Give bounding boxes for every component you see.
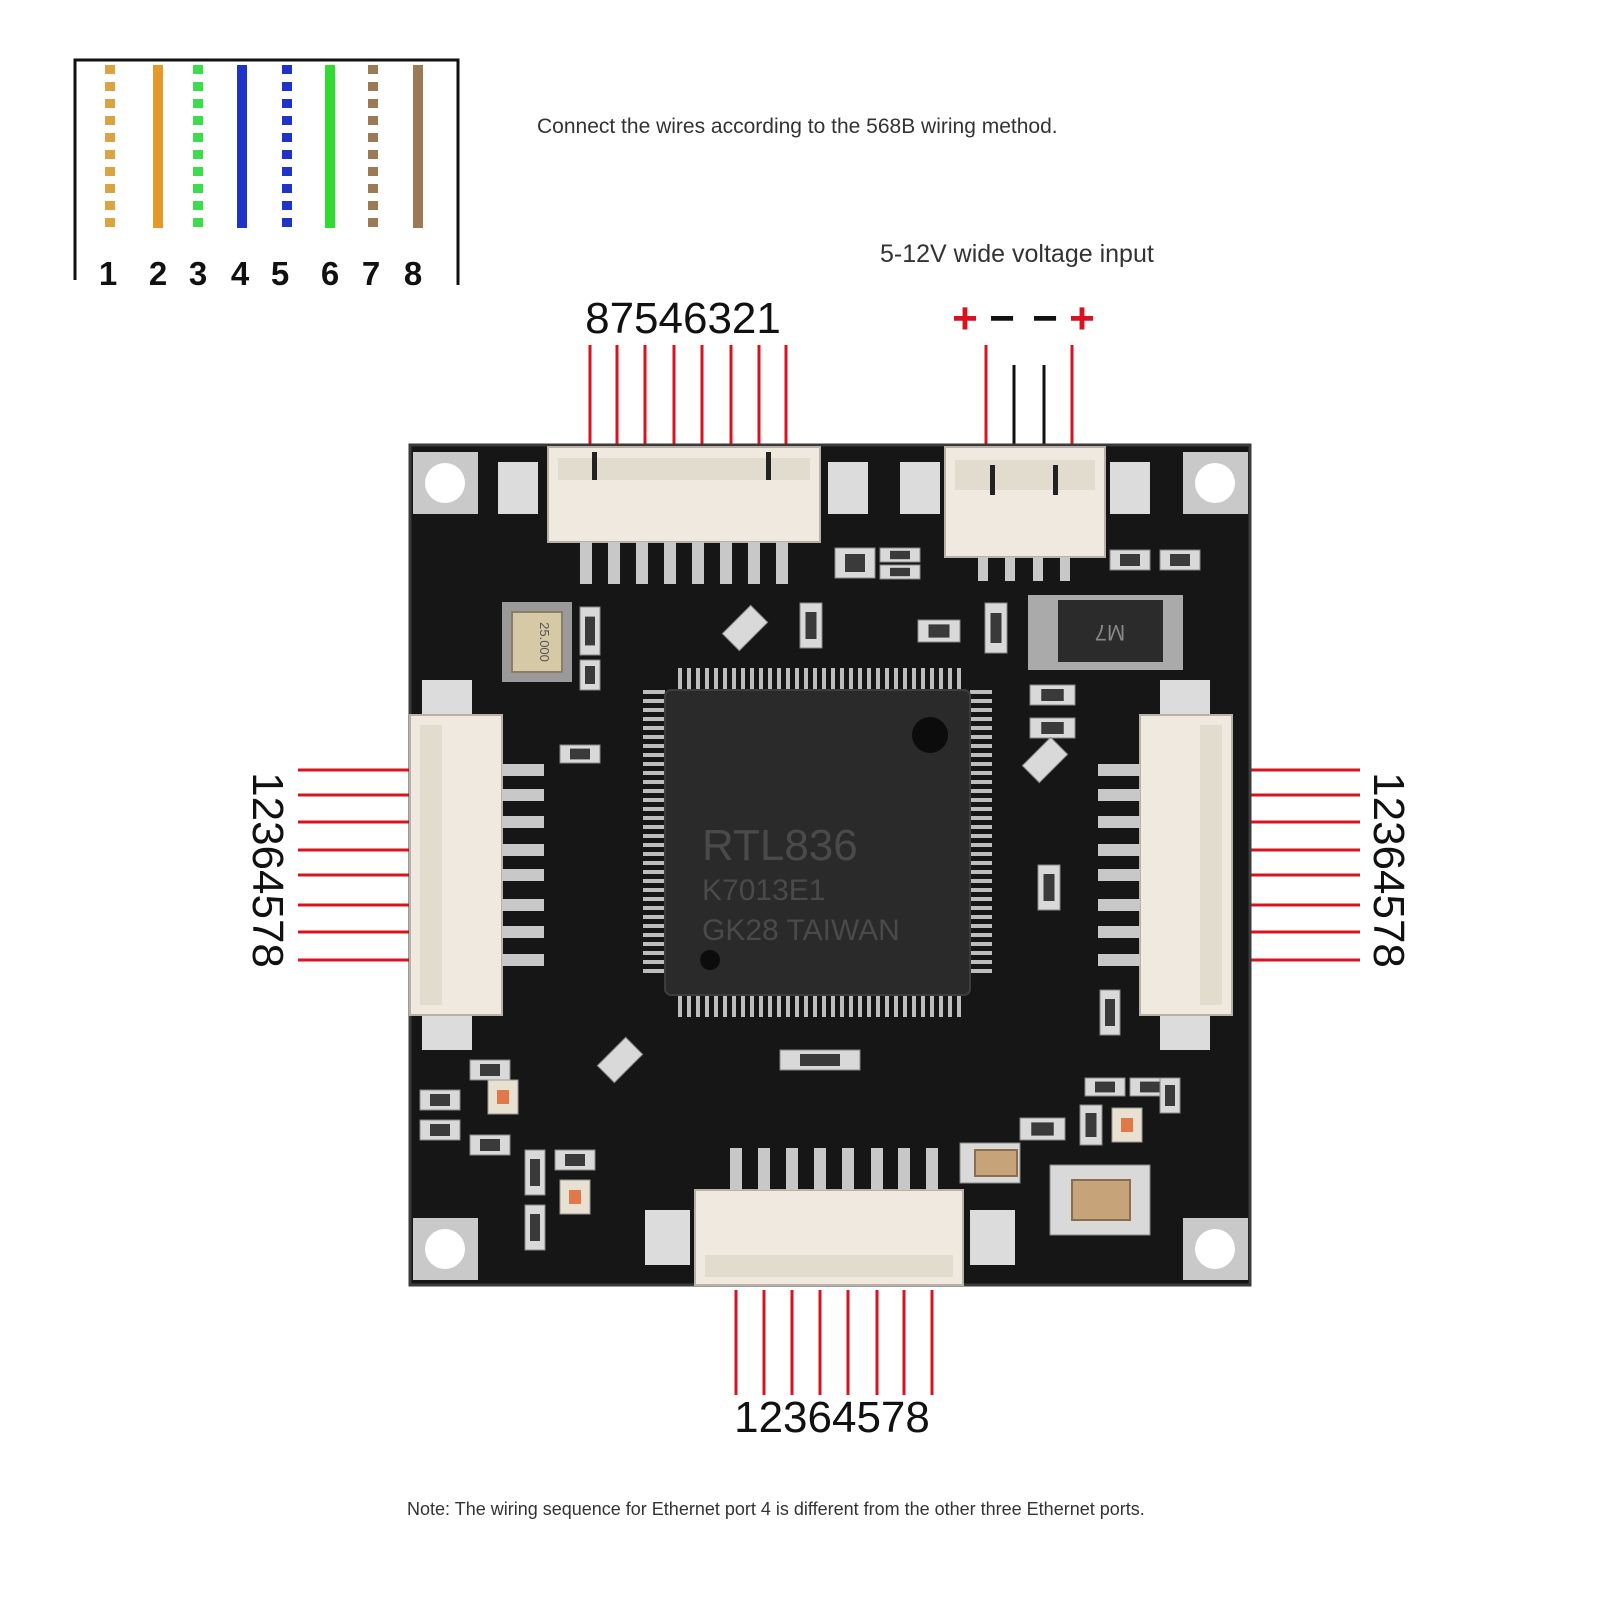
power-minus-left: − [989,294,1015,343]
chip-marking-model: RTL836 [702,821,858,870]
diode-marking: M7 [1095,620,1126,645]
port-left-wires [298,768,410,962]
crystal-oscillator: 25.000 [502,602,572,682]
note-text: Note: The wiring sequence for Ethernet p… [407,1499,1145,1519]
power-wires [984,345,1074,455]
mounting-hole-top-right [1183,452,1248,514]
port-label-top: 87546321 [585,294,781,343]
power-minus-right: − [1032,294,1058,343]
connector-left-ethernet [409,680,544,1050]
chip-marking-origin: GK28 TAIWAN [702,914,900,947]
port-label-bottom: 12364578 [734,1393,930,1442]
legend-number-8: 8 [404,255,422,292]
chip-body [664,689,971,996]
port-bottom-wires [734,1290,934,1395]
legend-number-7: 7 [362,255,380,292]
mounting-hole-bottom-left [413,1218,478,1280]
led-1 [487,1079,519,1115]
pcb-board: RTL836 K7013E1 GK28 TAIWAN 25.000 M7 [408,443,1252,1287]
legend-number-3: 3 [189,255,207,292]
legend-number-4: 4 [231,255,250,292]
connector-power [900,446,1150,581]
power-plus-right: + [1069,294,1095,343]
legend-frame [73,58,460,285]
wiring-legend: 1 2 3 4 5 6 7 8 [73,58,460,292]
port-right-wires [1250,768,1360,962]
legend-number-1: 1 [99,255,117,292]
voltage-label: 5-12V wide voltage input [880,240,1154,268]
connector-top-ethernet [498,446,868,584]
legend-number-5: 5 [271,255,289,292]
diode-m7: M7 [1028,595,1183,670]
crystal-marking: 25.000 [537,622,552,662]
power-plus-left: + [952,294,978,343]
port-label-right: 12364578 [1364,772,1413,968]
connector-bottom-ethernet [645,1148,1015,1286]
smd-components [419,547,1201,1251]
mounting-hole-bottom-right [1183,1218,1248,1280]
led-2 [559,1179,591,1215]
legend-number-6: 6 [321,255,339,292]
main-chip: RTL836 K7013E1 GK28 TAIWAN [643,668,992,1017]
power-symbols: + − − + [952,294,1095,343]
port-top-wires [588,345,788,455]
mounting-hole-top-left [413,452,478,514]
connector-right-ethernet [1098,680,1233,1050]
chip-marking-code: K7013E1 [702,874,825,907]
port-label-left: 12364578 [243,772,292,968]
chip-pin1-dot [912,717,948,753]
instruction-text: Connect the wires according to the 568B … [537,115,1058,138]
legend-number-2: 2 [149,255,167,292]
legend-wires [105,65,423,228]
